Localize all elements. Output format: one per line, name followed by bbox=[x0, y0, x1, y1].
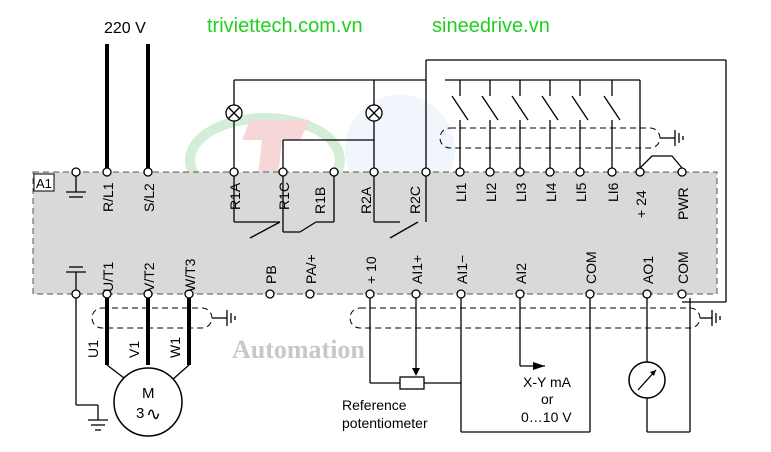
top-terminal-labels: R/L1 S/L2 R1A R1C R1B R2A R2C LI1 LI2 LI… bbox=[100, 182, 691, 220]
logic-input-switches bbox=[425, 59, 727, 303]
potentiometer-icon bbox=[399, 376, 425, 390]
switch-li5 bbox=[571, 80, 589, 168]
terminal-label-rl1: R/L1 bbox=[100, 182, 116, 212]
terminal-label-ao1: AO1 bbox=[640, 256, 656, 284]
watermark-center: Automation bbox=[232, 335, 365, 364]
drive-label: A1 bbox=[36, 176, 52, 191]
terminal-label-r1b: R1B bbox=[312, 187, 328, 214]
motor-phase: 3 bbox=[136, 405, 144, 422]
terminal-label-sl2: S/L2 bbox=[141, 183, 157, 212]
shield-motor bbox=[91, 307, 236, 329]
terminal-label-wt3: W/T3 bbox=[182, 258, 198, 292]
shield-top bbox=[439, 127, 684, 149]
terminal-label-r1c: R1C bbox=[276, 182, 292, 210]
motor-ac-symbol: ∿ bbox=[146, 404, 161, 424]
ground-icon bbox=[66, 266, 86, 290]
relay-external-wiring bbox=[233, 79, 427, 168]
analog-input-line2: or bbox=[541, 391, 554, 407]
lamp-icon bbox=[365, 104, 383, 122]
terminal-label-li5: LI5 bbox=[573, 182, 589, 202]
switch-li2 bbox=[481, 80, 499, 168]
terminal-label-li1: LI1 bbox=[453, 182, 469, 202]
analog-input-line1: X-Y mA bbox=[523, 374, 572, 390]
terminal-label-li3: LI3 bbox=[513, 182, 529, 202]
terminal-label-pa: PA/+ bbox=[303, 254, 319, 284]
terminal-label-r2a: R2A bbox=[358, 186, 374, 214]
terminal-label-pb: PB bbox=[263, 265, 279, 284]
motor-symbol: M bbox=[142, 385, 155, 402]
terminal-label-com2: COM bbox=[675, 251, 691, 284]
terminal-label-com1: COM bbox=[583, 251, 599, 284]
switch-li4 bbox=[541, 80, 559, 168]
terminal-label-pwr: PWR bbox=[675, 187, 691, 220]
terminal-label-10v: + 10 bbox=[363, 256, 379, 284]
switch-li6 bbox=[603, 80, 621, 168]
terminal-label-ai1m: AI1− bbox=[454, 255, 470, 284]
terminal-label-vt2: V/T2 bbox=[141, 262, 157, 292]
analog-input-line3: 0…10 V bbox=[521, 409, 572, 425]
motor-wiring bbox=[75, 298, 191, 431]
drive-enclosure bbox=[32, 171, 718, 295]
arrow-icon bbox=[533, 362, 545, 370]
watermark-site-right: sineedrive.vn bbox=[432, 15, 550, 37]
shield-analog bbox=[349, 307, 721, 329]
terminal-label-li4: LI4 bbox=[543, 182, 559, 202]
terminal-label-r1a: R1A bbox=[227, 182, 243, 210]
reference-label-line2: potentiometer bbox=[342, 415, 428, 431]
lamp-icon bbox=[225, 104, 243, 122]
motor-lead-u1: U1 bbox=[85, 340, 101, 358]
relay-contacts bbox=[233, 176, 427, 239]
switch-li3 bbox=[511, 80, 529, 168]
terminal-label-ai2: AI2 bbox=[513, 263, 529, 284]
jumper-24-pwr bbox=[639, 155, 683, 169]
terminal-label-li6: LI6 bbox=[605, 182, 621, 202]
supply-voltage-label: 220 V bbox=[104, 20, 146, 37]
motor-lead-v1: V1 bbox=[126, 341, 142, 358]
wiper-arrow-icon bbox=[412, 368, 420, 376]
motor-icon bbox=[113, 367, 183, 437]
terminal-label-24v: + 24 bbox=[633, 190, 649, 218]
gauge-icon bbox=[628, 361, 666, 399]
terminal-label-li2: LI2 bbox=[483, 182, 499, 202]
terminal-label-ai1p: AI1+ bbox=[409, 255, 425, 284]
terminal-label-ut1: U/T1 bbox=[100, 261, 116, 292]
reference-label-line1: Reference bbox=[342, 397, 407, 413]
bottom-terminal-labels: U/T1 V/T2 W/T3 PB PA/+ + 10 AI1+ AI1− AI… bbox=[100, 251, 691, 292]
analog-wiring bbox=[369, 298, 691, 433]
drive-label-box bbox=[33, 173, 55, 192]
terminal-label-r2c: R2C bbox=[407, 186, 423, 214]
watermark-site-left: triviettech.com.vn bbox=[207, 15, 363, 37]
motor-lead-w1: W1 bbox=[167, 337, 183, 358]
